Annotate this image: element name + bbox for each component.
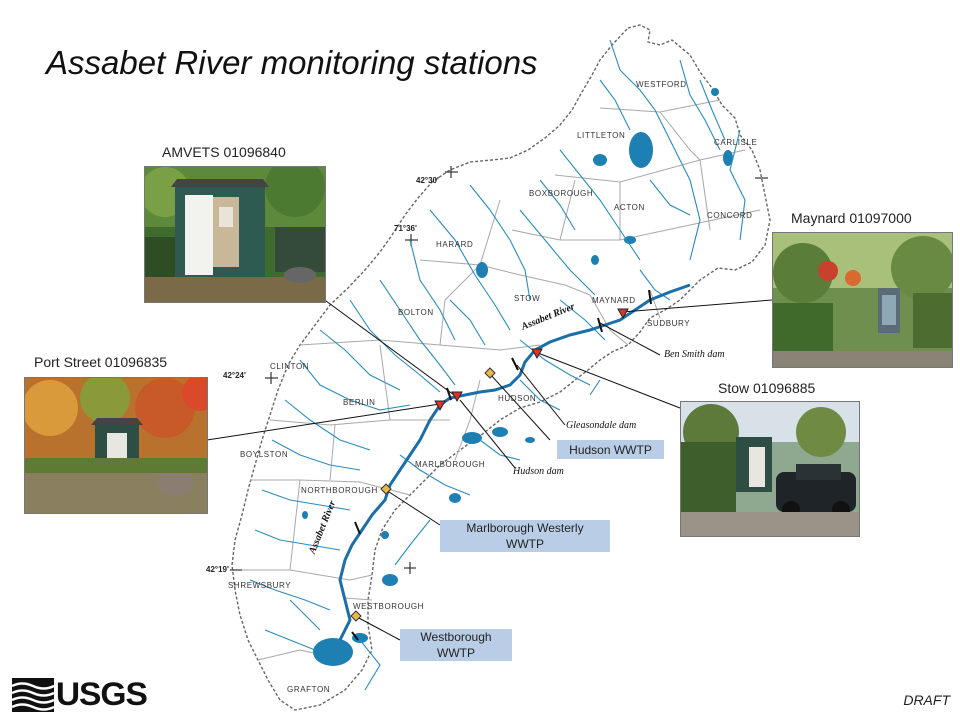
streams [249, 39, 746, 691]
town-label-westford: WESTFORD [636, 80, 687, 89]
photo-stow [680, 401, 860, 537]
dam-label-gleasondale: Gleasondale dam [566, 420, 637, 431]
town-label-carlisle: CARLISLE [714, 138, 758, 147]
town-label-maynard: MAYNARD [592, 296, 636, 305]
usgs-wave-icon [12, 677, 54, 712]
town-label-berlin: BERLIN [343, 398, 376, 407]
town-label-stow: STOW [514, 294, 541, 303]
leader-lines [206, 297, 773, 641]
wwtp-label-marlborough: Marlborough Westerly WWTP [440, 520, 610, 552]
dam-label-hudson: Hudson dam [513, 466, 564, 477]
town-label-harvard: HARARD [436, 240, 474, 249]
station-label-stow: Stow 01096885 [718, 380, 816, 396]
wwtp-markers [350, 367, 496, 622]
coord-label-lat-4219: 42°19' [206, 565, 229, 574]
town-label-shrewsbury: SHREWSBURY [228, 581, 292, 590]
dam-markers [351, 289, 652, 641]
town-label-grafton: GRAFTON [287, 685, 331, 694]
town-label-acton: ACTON [614, 203, 645, 212]
dam-label-ben-smith: Ben Smith dam [664, 349, 725, 360]
usgs-logo: USGS [12, 676, 148, 713]
town-label-littleton: LITTLETON [577, 131, 626, 140]
coord-label-lat-4230: 42°30' [416, 176, 439, 185]
graticule-ticks [230, 166, 768, 574]
photo-port-street [24, 377, 208, 514]
photo-maynard [772, 232, 953, 368]
town-label-concord: CONCORD [707, 211, 753, 220]
coord-label-lon-7136: 71°36' [394, 224, 417, 233]
lakes [302, 88, 733, 666]
photo-amvets [144, 166, 326, 303]
usgs-logo-text: USGS [55, 676, 148, 712]
town-label-hudson: HUDSON [498, 394, 537, 403]
town-label-boylston: BOYLSTON [240, 450, 289, 459]
wwtp-label-westborough: Westborough WWTP [400, 629, 512, 661]
station-label-maynard: Maynard 01097000 [791, 210, 912, 226]
town-label-sudbury: SUDBURY [647, 319, 691, 328]
town-label-northborough: NORTHBOROUGH [301, 486, 378, 495]
wwtp-label-hudson: Hudson WWTP [557, 440, 664, 459]
page-title: Assabet River monitoring stations [46, 44, 538, 81]
watershed-boundary [231, 24, 771, 711]
town-label-clinton: CLINTON [270, 362, 310, 371]
town-boundaries [240, 99, 761, 661]
station-markers [434, 308, 629, 412]
draft-label: DRAFT [903, 692, 950, 708]
station-label-port-street: Port Street 01096835 [34, 354, 168, 370]
station-label-amvets: AMVETS 01096840 [162, 144, 286, 160]
coord-label-lat-4224: 42°24' [223, 371, 246, 380]
town-label-westborough: WESTBOROUGH [353, 602, 425, 611]
town-label-marlborough: MARLBOROUGH [415, 460, 486, 469]
town-label-bolton: BOLTON [398, 308, 434, 317]
town-label-boxborough: BOXBOROUGH [529, 189, 594, 198]
